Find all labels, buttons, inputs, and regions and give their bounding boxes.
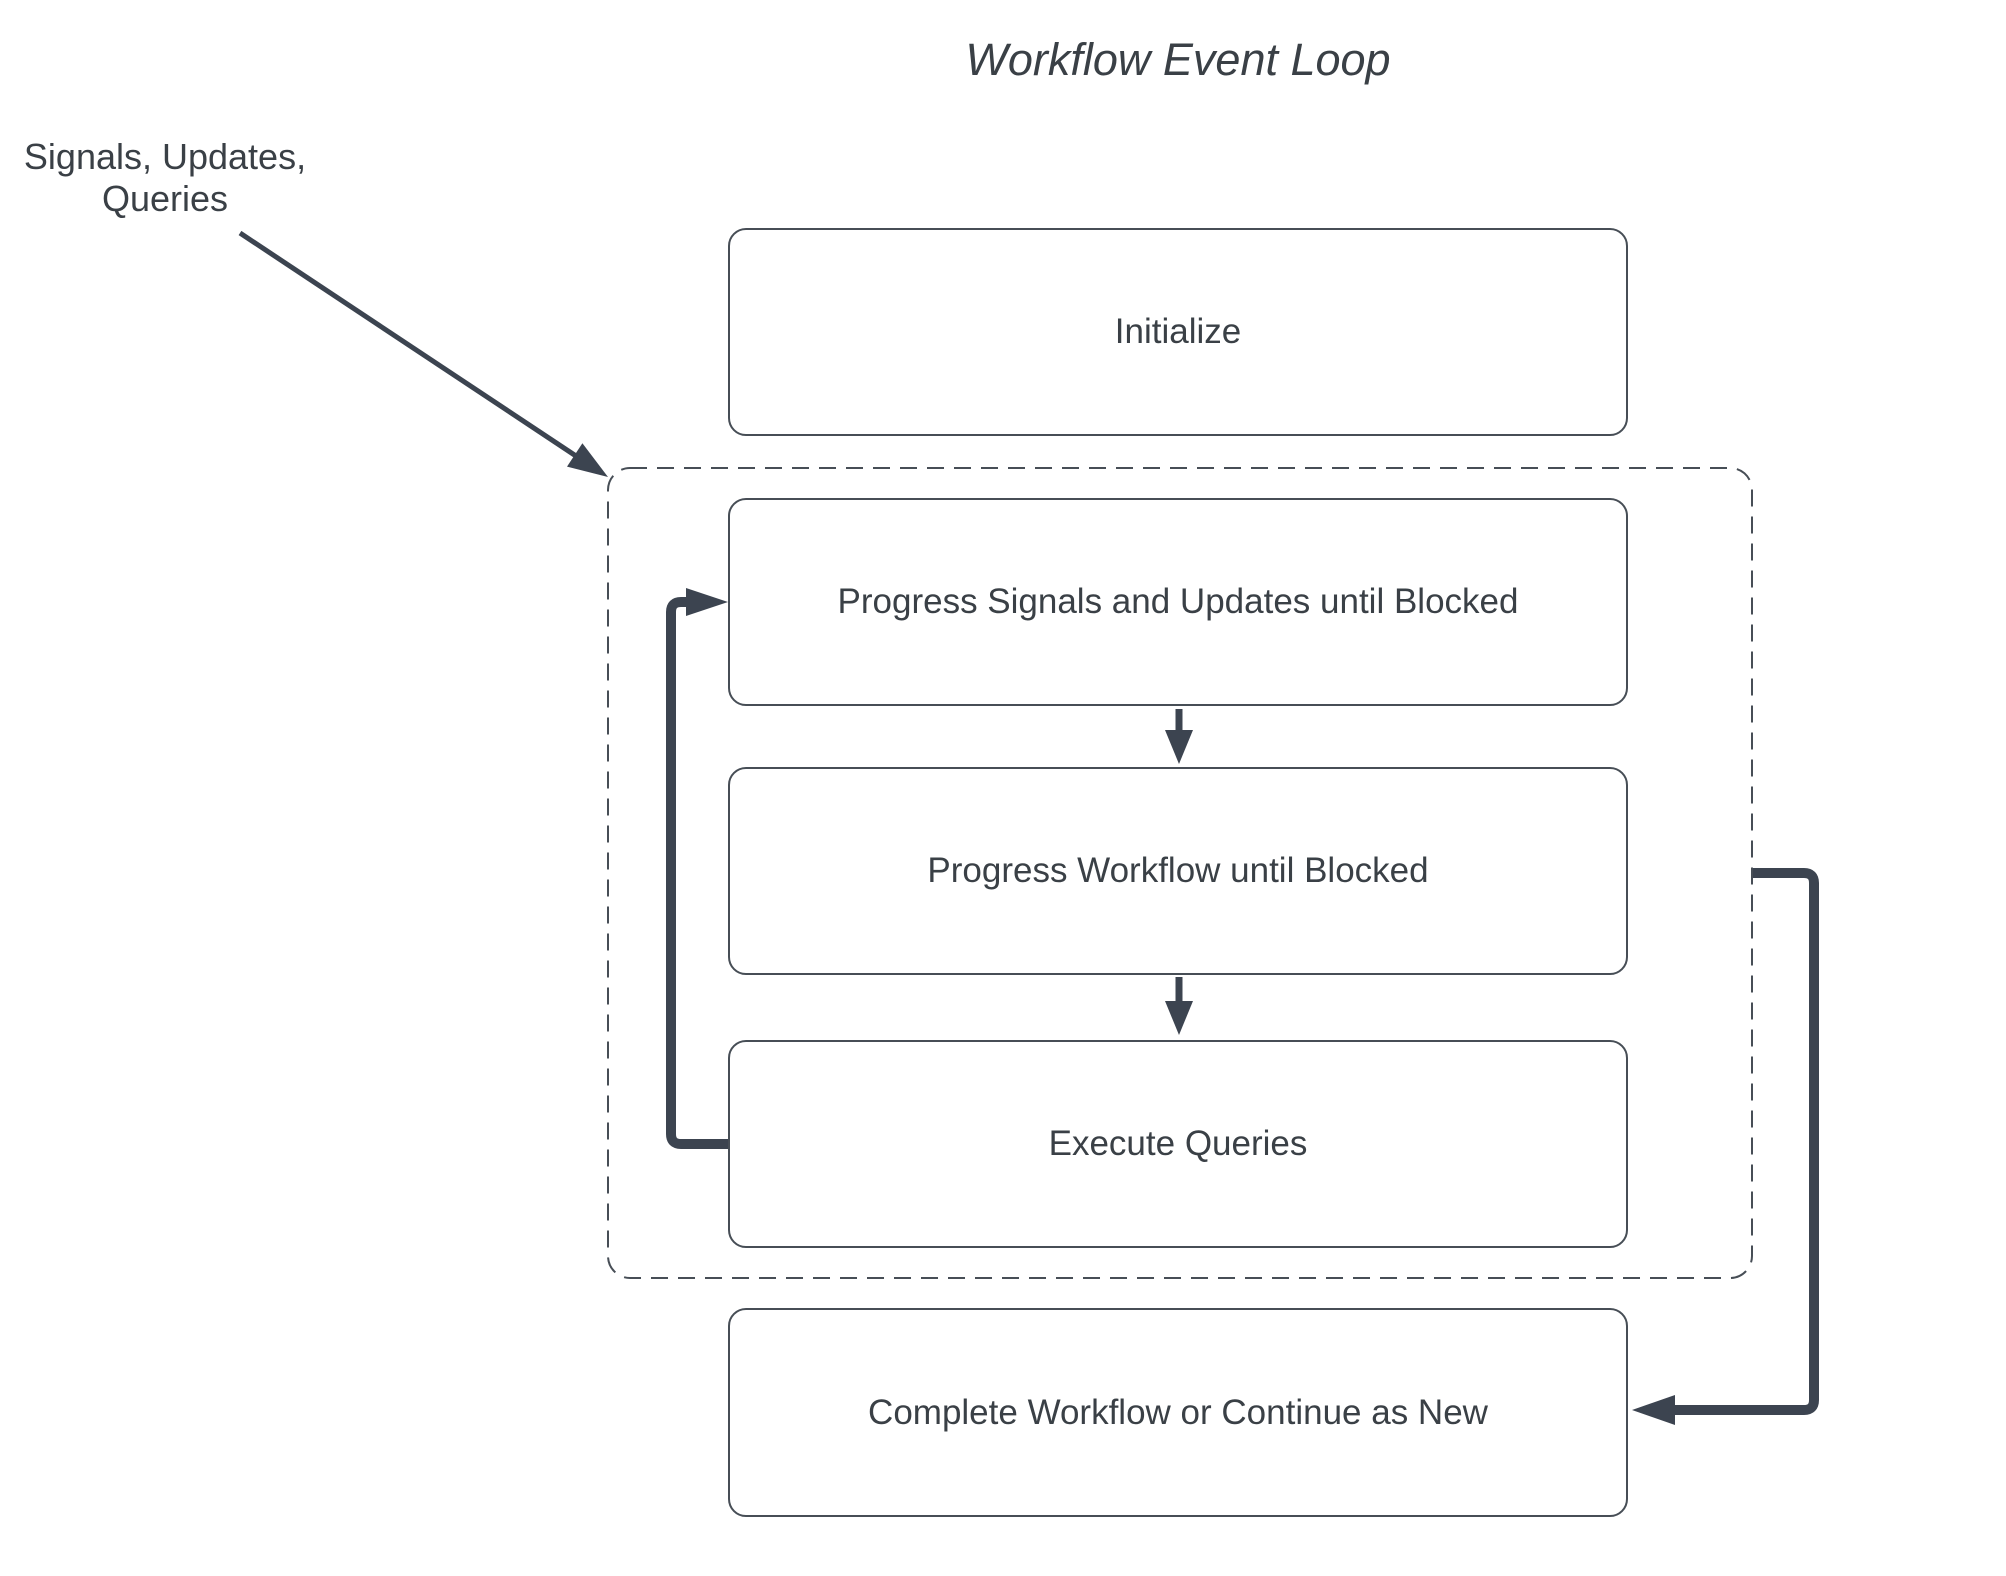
node-label: Initialize: [1114, 312, 1242, 351]
node-label: Complete Workflow or Continue as New: [868, 1392, 1488, 1432]
node-label: Execute Queries: [1048, 1124, 1308, 1163]
arrow-to-complete: [1675, 868, 1819, 1415]
node-complete-workflow: Complete Workflow or Continue as New: [728, 1308, 1628, 1517]
loop-back-arrow: [666, 597, 729, 1149]
arrow-to-complete-arrowhead: [1632, 1395, 1675, 1425]
node-progress-signals: Progress Signals and Updates until Block…: [728, 498, 1628, 706]
arrow-signals-to-workflow-arrowhead: [1165, 730, 1193, 764]
node-label: Progress Signals and Updates until Block…: [837, 582, 1519, 621]
event-loop-group-border: [607, 467, 1753, 1279]
node-initialize: Initialize: [728, 228, 1628, 436]
loop-back-arrowhead: [686, 588, 728, 616]
arrow-workflow-to-queries-arrowhead: [1165, 1001, 1193, 1035]
node-label: Progress Workflow until Blocked: [927, 851, 1429, 890]
diagram-title: Workflow Event Loop: [965, 34, 1391, 85]
input-arrowhead: [567, 443, 608, 477]
input-arrow: [238, 230, 578, 459]
node-execute-queries: Execute Queries: [728, 1040, 1628, 1248]
input-sources-label: Signals, Updates, Queries: [23, 136, 307, 220]
node-progress-workflow: Progress Workflow until Blocked: [728, 767, 1628, 975]
